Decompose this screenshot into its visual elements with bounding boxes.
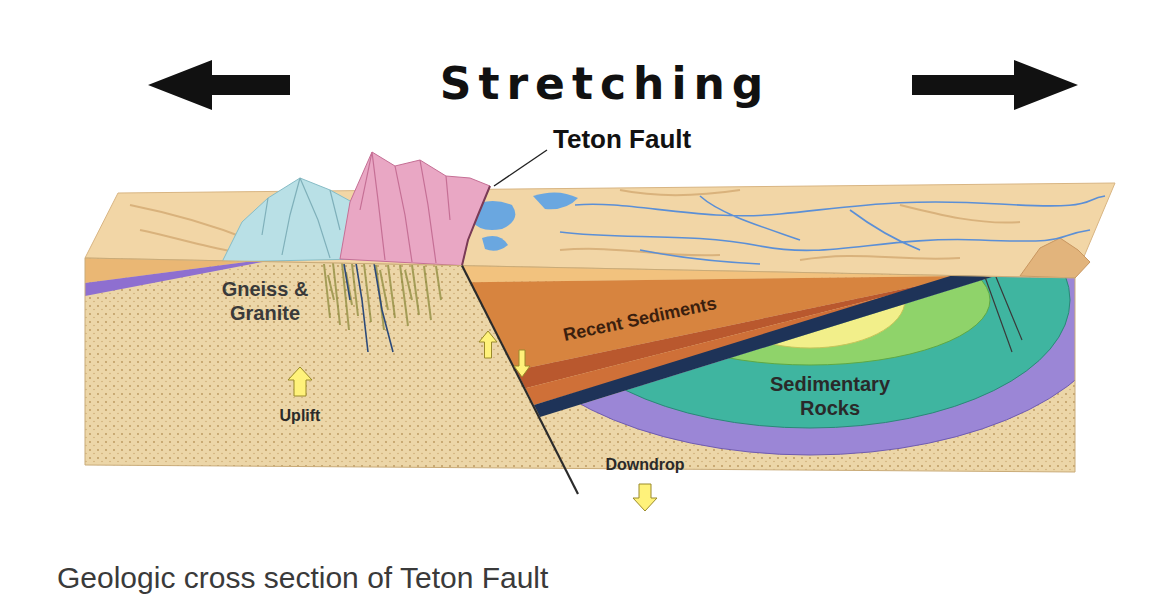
mountain-ridge [360, 152, 450, 263]
fault-label: Teton Fault [553, 124, 691, 155]
lake [482, 236, 508, 251]
motion-arrow [514, 350, 530, 377]
stretch-arrow [148, 60, 290, 110]
motion-label: Uplift [280, 406, 321, 425]
stretch-arrow [912, 60, 1078, 110]
uplift-arrow [288, 367, 312, 396]
river [560, 196, 1105, 264]
front-face [80, 145, 1120, 480]
motion-arrow [479, 331, 497, 358]
mountain-range [222, 178, 360, 262]
rock-label: Gneiss & Granite [200, 277, 330, 325]
motion-label: Downdrop [605, 455, 684, 474]
lake [533, 192, 578, 209]
rock-label: Sedimentary Rocks [755, 372, 905, 420]
minor-fault [985, 277, 1022, 352]
mountain-range [340, 152, 490, 266]
figure-caption: Geologic cross section of Teton Fault [57, 560, 548, 596]
unconformity-band [534, 273, 992, 417]
leader-line [494, 150, 547, 186]
direction-label: Stretching [440, 58, 771, 111]
rock-label: Recent Sediments [561, 293, 718, 347]
mountain-ridge [262, 178, 340, 258]
downdrop-arrow [633, 484, 657, 511]
fault-scarp [462, 186, 490, 266]
block-outline [85, 258, 1075, 472]
hill [1020, 238, 1090, 278]
fault-line [462, 266, 578, 494]
foliation-streak [324, 263, 441, 330]
dike [344, 263, 393, 352]
